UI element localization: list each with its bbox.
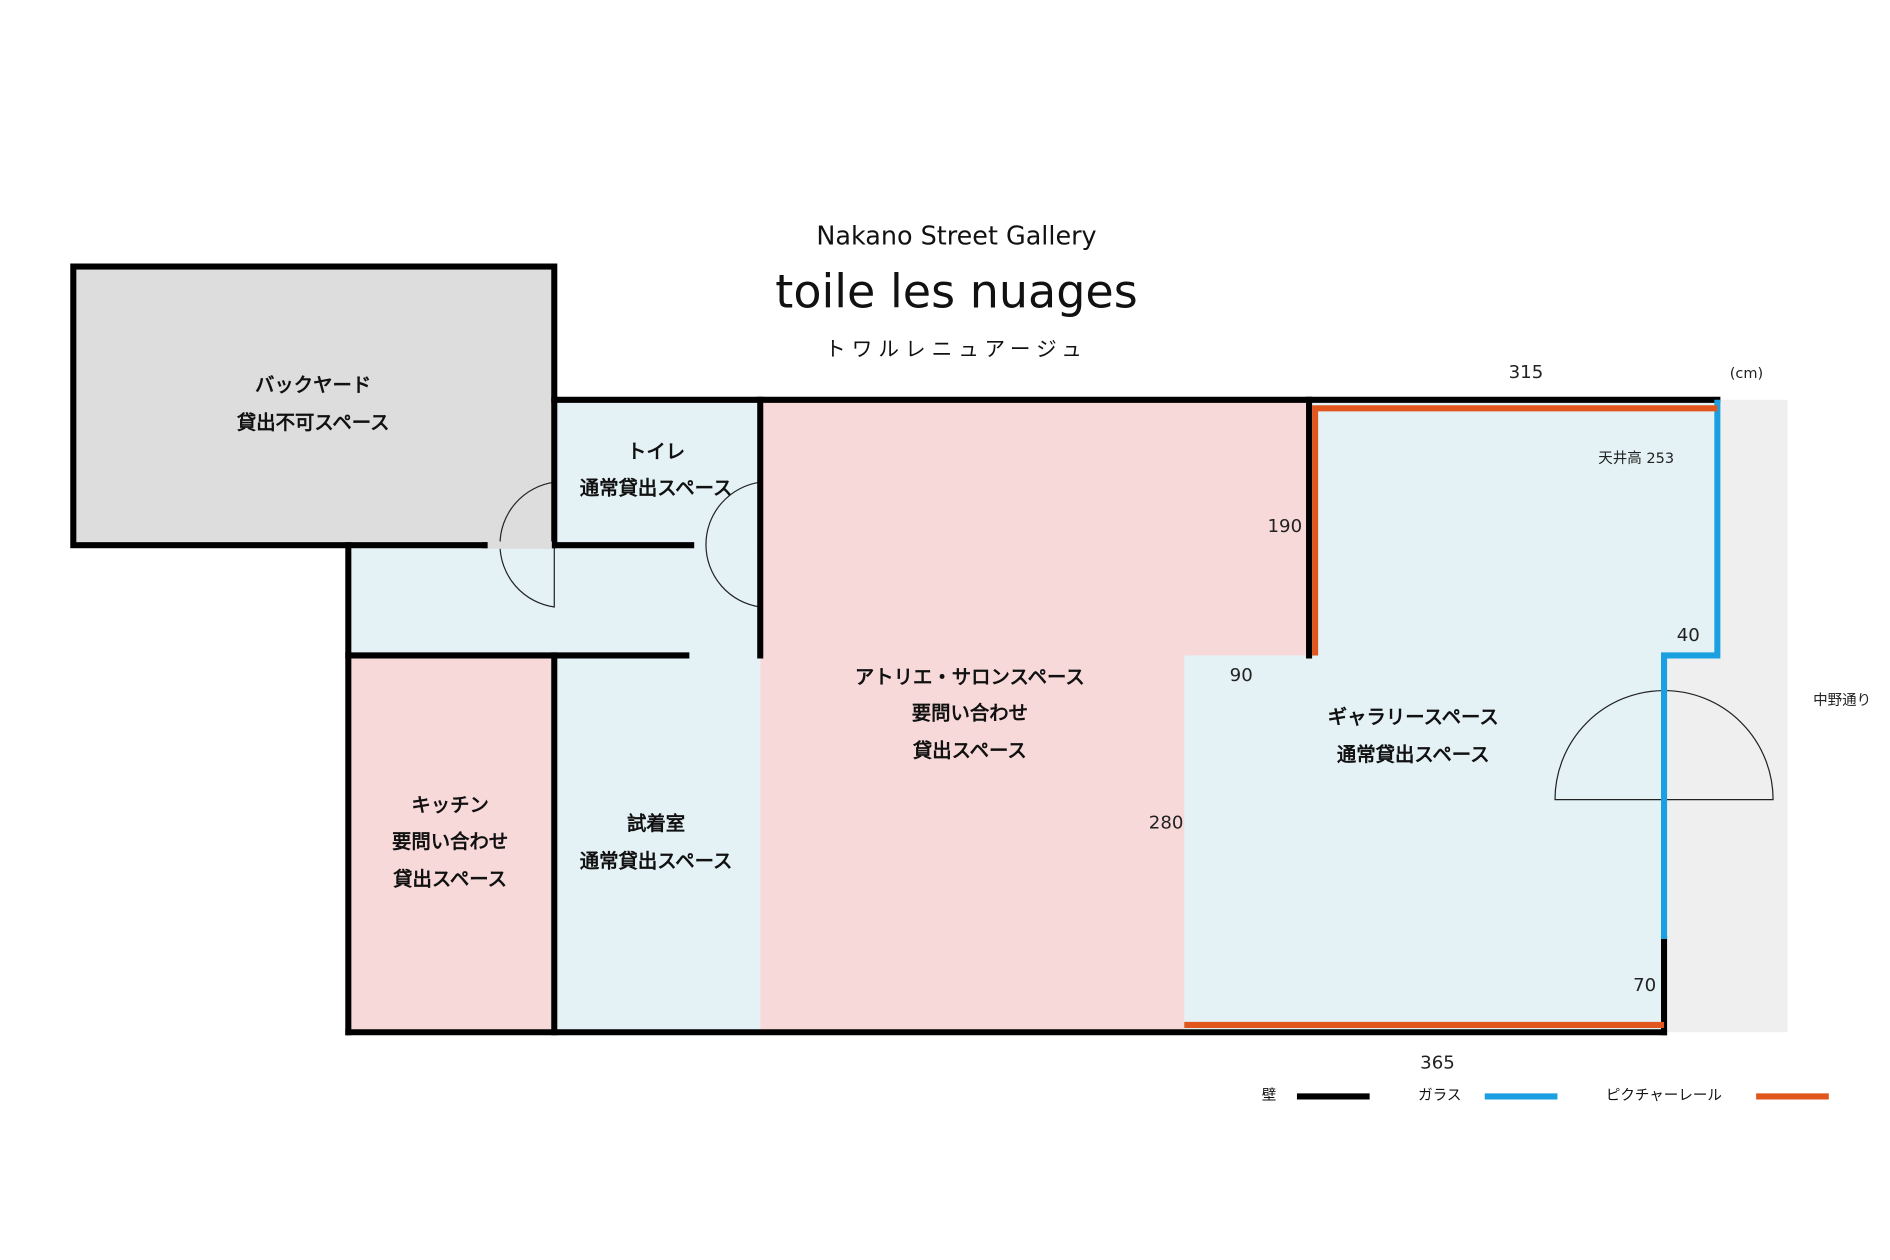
legend-rail-label: ピクチャーレール xyxy=(1606,1087,1722,1104)
backyard-status: 貸出不可スペース xyxy=(236,411,390,434)
gallery-subtitle: Nakano Street Gallery xyxy=(816,221,1096,251)
room-kitchen xyxy=(348,655,555,1033)
ceiling-height: 天井高 253 xyxy=(1598,450,1674,467)
street-label: 中野通り xyxy=(1813,692,1871,709)
legend-glass-label: ガラス xyxy=(1418,1087,1461,1104)
fitting-status: 通常貸出スペース xyxy=(580,849,733,872)
glass-wall xyxy=(1661,399,1721,939)
picture-rail-upper xyxy=(1312,405,1718,656)
gallery-title: toile les nuages xyxy=(775,265,1137,319)
room-gallery xyxy=(1184,655,1665,1033)
gallery-name: ギャラリースペース xyxy=(1328,705,1499,728)
room-gallery-upper xyxy=(1309,399,1718,656)
dim-left-wall: 190 xyxy=(1268,516,1303,537)
room-fitting xyxy=(554,655,761,1033)
room-backyard xyxy=(73,266,555,546)
backyard-name: バックヤード xyxy=(255,373,371,396)
entrance-door[interactable] xyxy=(1554,689,1774,801)
room-toilet xyxy=(554,399,761,546)
dim-bottom-wall: 70 xyxy=(1633,975,1656,996)
dim-bottom: 365 xyxy=(1420,1053,1455,1074)
walls xyxy=(70,263,1721,1036)
dim-inner: 90 xyxy=(1230,665,1253,686)
atelier-status: 貸出スペース xyxy=(912,739,1027,762)
kitchen-status: 貸出スペース xyxy=(392,868,507,891)
gallery-status: 通常貸出スペース xyxy=(1337,743,1490,766)
atelier-name: アトリエ・サロンスペース xyxy=(855,665,1085,688)
gallery-kana: トワルレニュアージュ xyxy=(825,337,1088,361)
kitchen-note: 要問い合わせ xyxy=(392,830,508,853)
dim-height: 280 xyxy=(1149,813,1184,834)
toilet-status: 通常貸出スペース xyxy=(580,476,733,499)
atelier-note: 要問い合わせ xyxy=(912,702,1028,725)
dim-top: 315 xyxy=(1509,362,1544,383)
toilet-door[interactable] xyxy=(705,481,761,608)
toilet-name: トイレ xyxy=(627,440,685,463)
dim-step: 40 xyxy=(1677,625,1700,646)
kitchen-name: キッチン xyxy=(411,794,489,817)
fitting-name: 試着室 xyxy=(627,812,685,835)
legend-wall-label: 壁 xyxy=(1262,1087,1277,1104)
dim-unit: (cm) xyxy=(1730,366,1763,382)
legend: 壁 ガラス ピクチャーレール xyxy=(1262,1087,1829,1104)
